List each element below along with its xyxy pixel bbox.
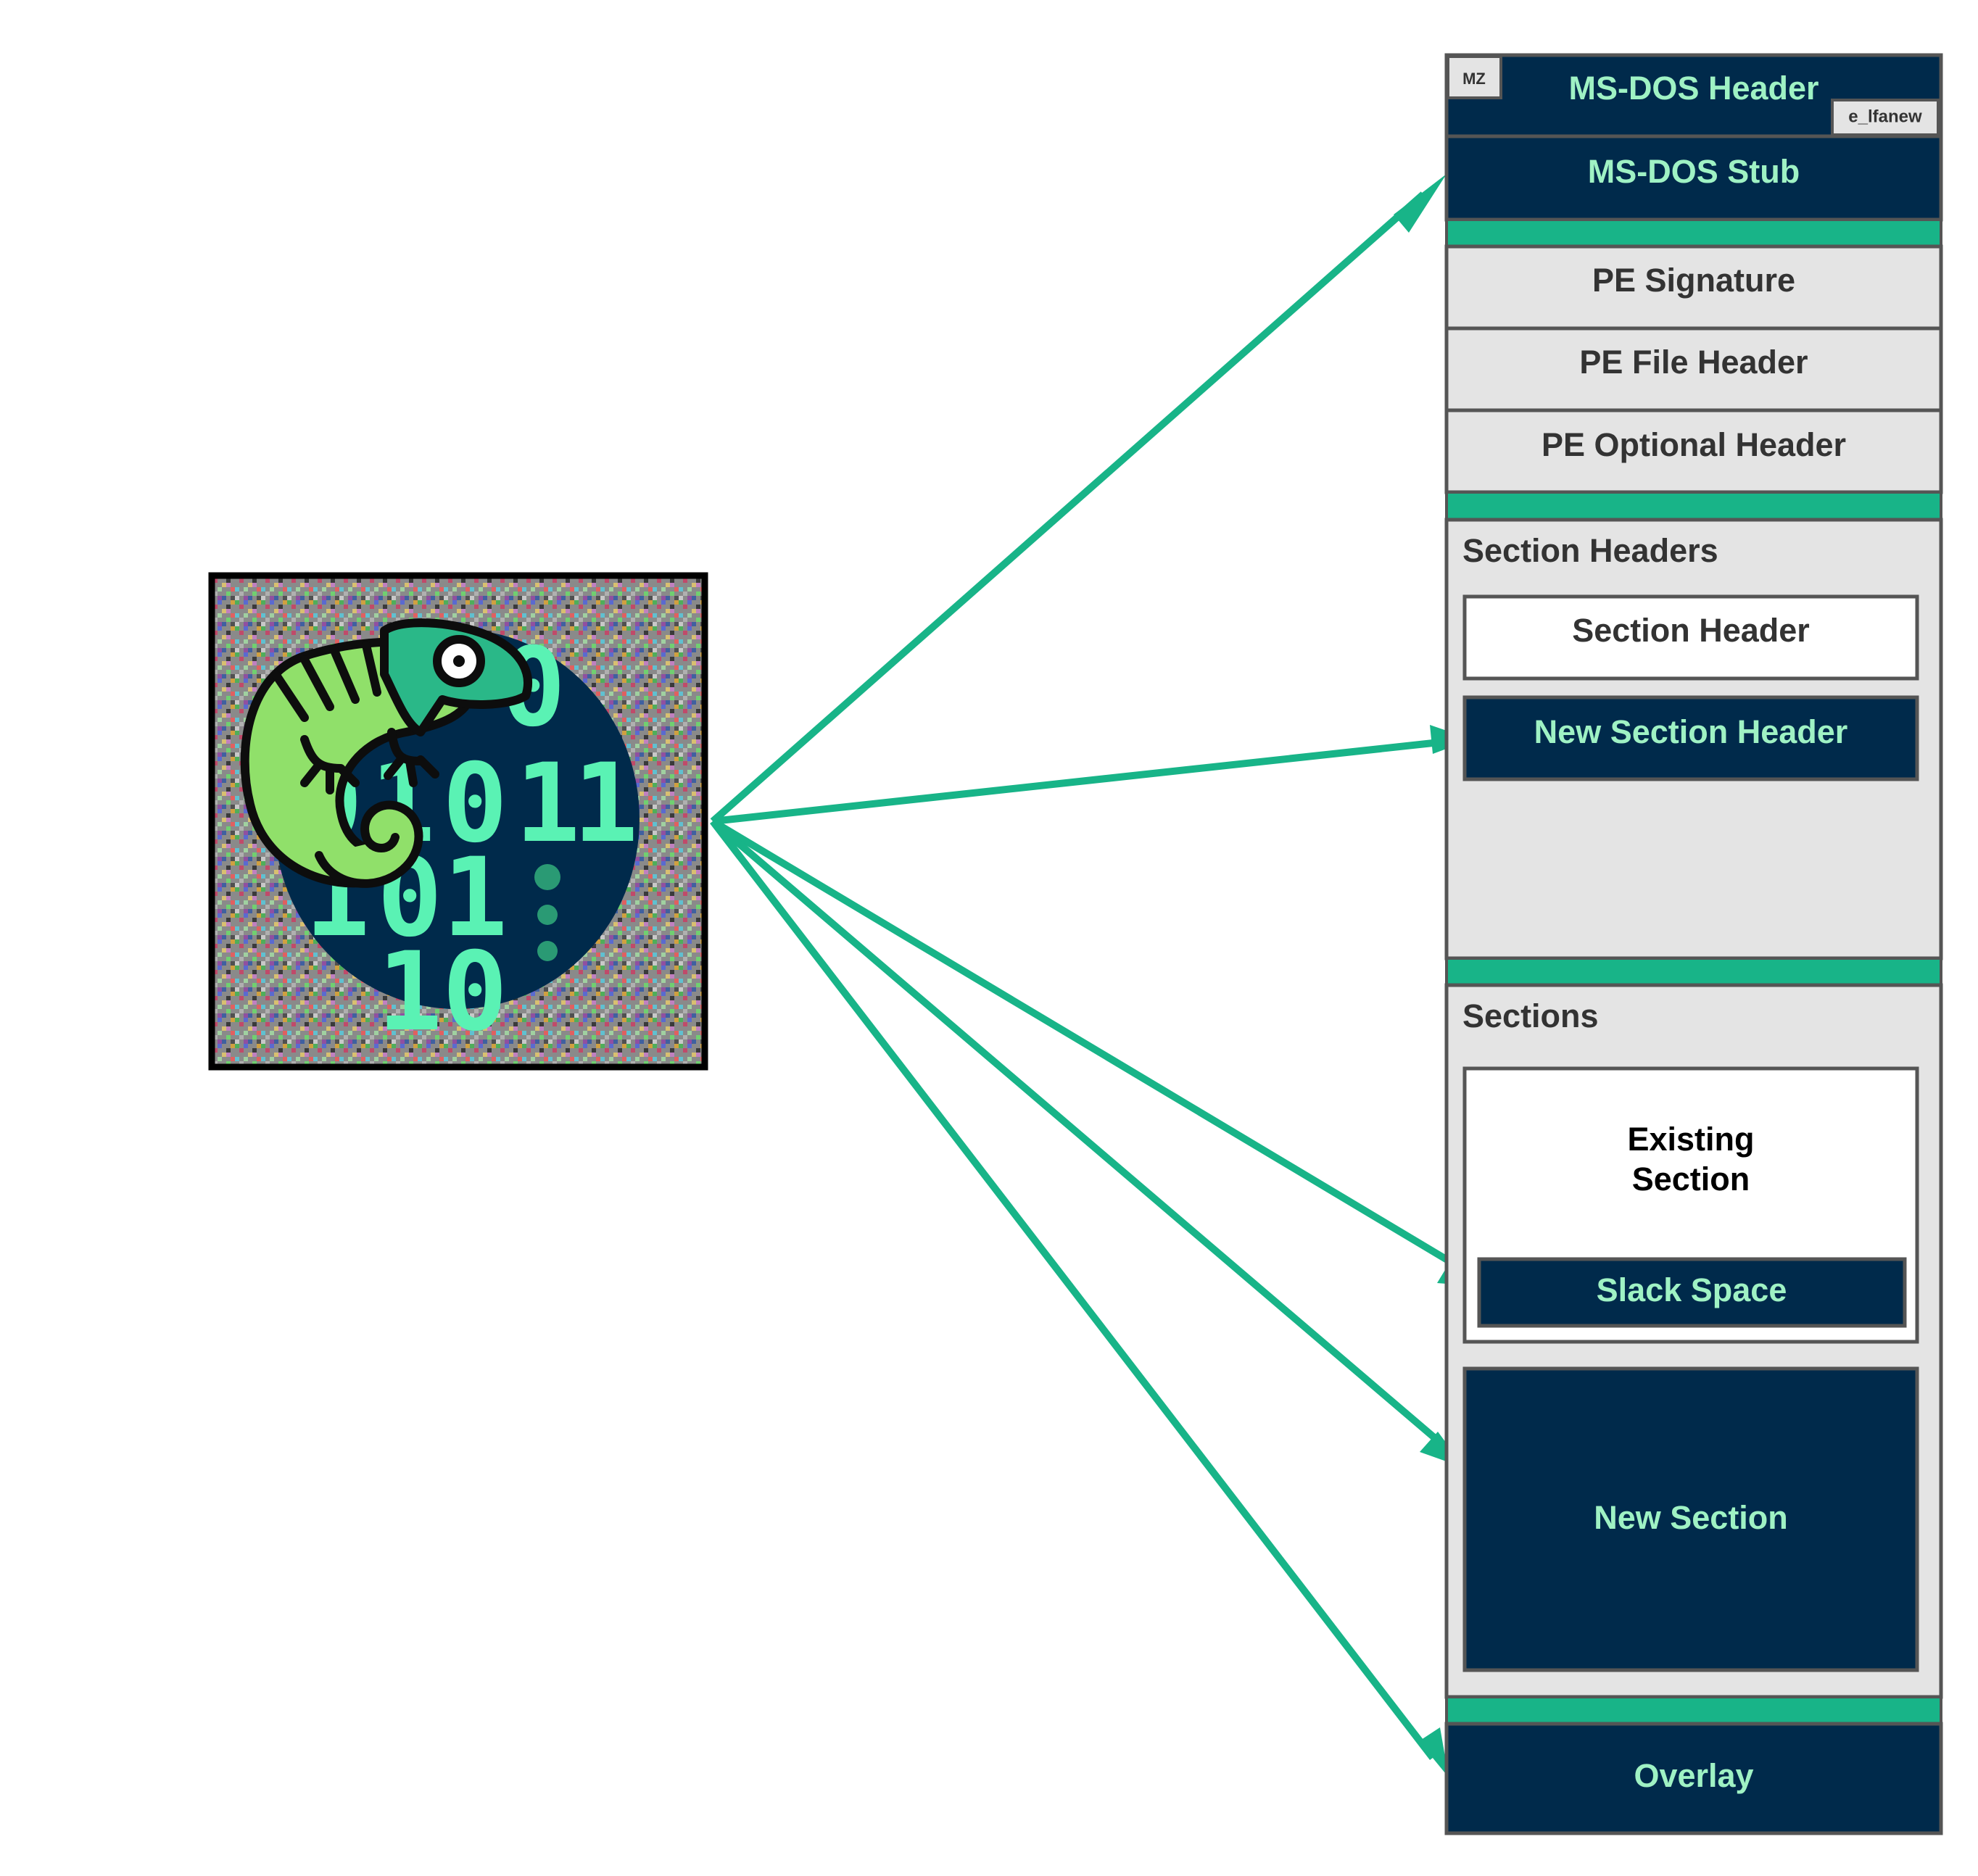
section-headers-title: Section Headers	[1462, 532, 1718, 569]
slack-space-box[interactable]	[1477, 1257, 1907, 1328]
separator-2	[1445, 491, 1942, 521]
new-section-label: New Section	[1594, 1499, 1788, 1536]
new-section-header-label: New Section Header	[1534, 713, 1848, 750]
arrow-to-overlay	[710, 818, 1436, 1761]
e-lfanew-tag-box	[1831, 99, 1940, 136]
arrow-to-new-section-header	[712, 738, 1447, 825]
arrowhead-dos-stub	[1394, 174, 1447, 233]
chameleon-binary-logo: 0 0 1 0 1 1 1 0 1 1 0	[208, 572, 708, 1071]
separator-1	[1445, 218, 1942, 248]
existing-section-label-line2: Section	[1632, 1161, 1750, 1198]
svg-text:0: 0	[442, 741, 508, 867]
pe-file-header-box[interactable]	[1444, 326, 1943, 412]
arrow-to-slack-space	[711, 818, 1464, 1272]
dos-stub-box[interactable]	[1444, 134, 1943, 222]
dos-header-label: MS-DOS Header	[1568, 70, 1818, 107]
pe-structure: MZ MS-DOS Header e_lfanew MS-DOS Stub PE…	[1444, 53, 1943, 1835]
separator-3	[1445, 957, 1942, 987]
existing-section-label-line1: Existing	[1627, 1121, 1754, 1158]
arrow-to-dos-stub	[710, 191, 1426, 824]
section-header-box[interactable]	[1462, 594, 1919, 681]
pe-file-header-label: PE File Header	[1579, 344, 1808, 381]
arrowhead-overlay	[1419, 1727, 1449, 1777]
dos-stub-label: MS-DOS Stub	[1588, 153, 1800, 190]
svg-text:0: 0	[442, 929, 508, 1055]
pe-signature-box[interactable]	[1444, 244, 1943, 331]
sections-title: Sections	[1462, 997, 1599, 1034]
slack-space-label: Slack Space	[1597, 1271, 1787, 1308]
new-section-header-box[interactable]	[1462, 695, 1919, 781]
pe-optional-header-box[interactable]	[1444, 408, 1943, 494]
mz-tag: MZ	[1462, 70, 1486, 88]
overlay-label: Overlay	[1634, 1757, 1753, 1794]
svg-text:1: 1	[515, 741, 580, 867]
separator-4	[1445, 1696, 1942, 1725]
arrows	[710, 191, 1464, 1761]
pe-signature-label: PE Signature	[1592, 262, 1795, 299]
chameleon-icon	[240, 618, 532, 888]
pe-optional-header-label: PE Optional Header	[1542, 426, 1846, 463]
svg-text:1: 1	[442, 835, 508, 961]
svg-text:1: 1	[377, 929, 442, 1055]
mz-tag-box	[1447, 55, 1502, 99]
section-header-label: Section Header	[1572, 612, 1810, 649]
svg-text:1: 1	[573, 741, 638, 867]
arrow-to-new-section	[710, 818, 1447, 1449]
new-section-box[interactable]	[1462, 1366, 1919, 1672]
overlay-box[interactable]	[1444, 1722, 1943, 1835]
e-lfanew-tag: e_lfanew	[1848, 107, 1922, 126]
